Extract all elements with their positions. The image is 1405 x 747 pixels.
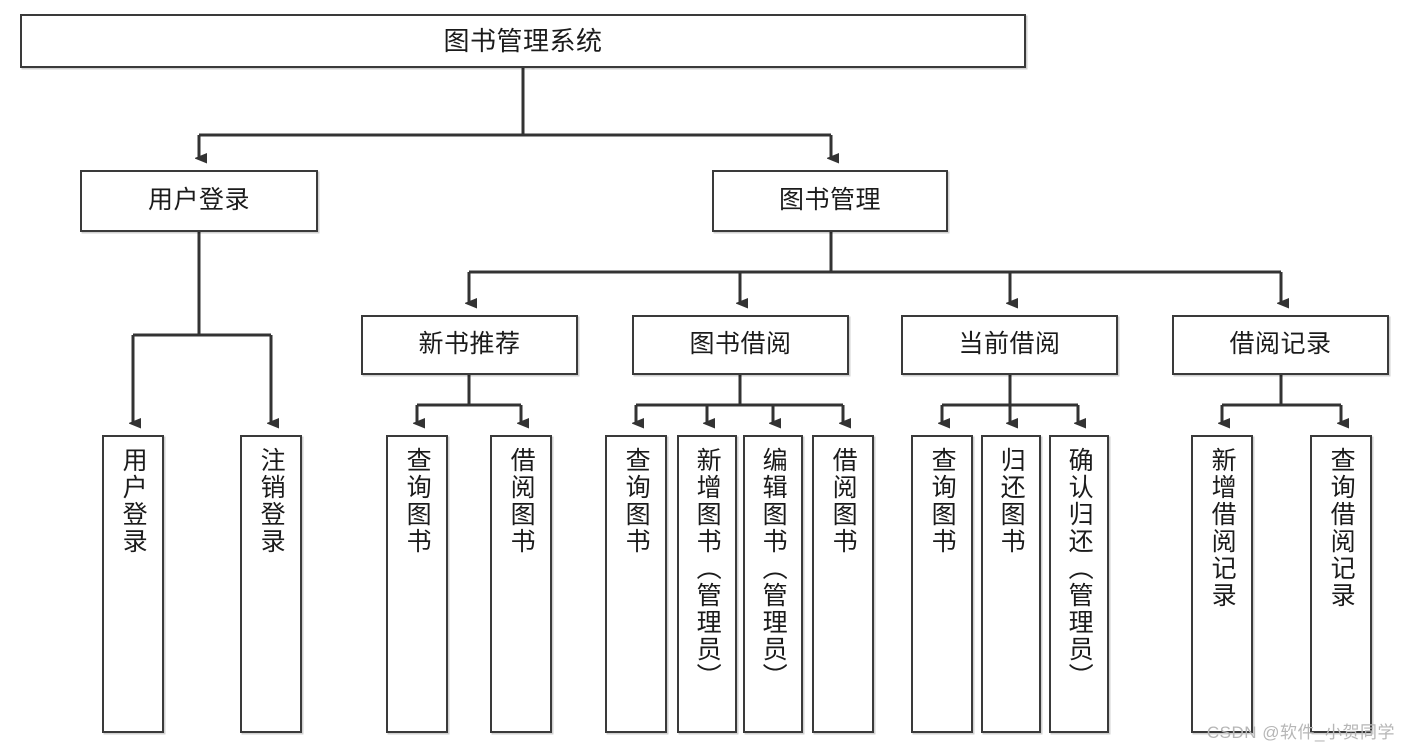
leaf-user-login-signout[interactable]: 注销登录 xyxy=(240,435,302,733)
leaf-borrow-edit-book-admin[interactable]: 编辑图书（管理员） xyxy=(743,435,803,733)
leaf-current-query-book[interactable]: 查询图书 xyxy=(911,435,973,733)
node-label: 借阅记录 xyxy=(1229,330,1332,359)
node-label: 查询图书 xyxy=(928,447,957,555)
leaf-record-query-record[interactable]: 查询借阅记录 xyxy=(1310,435,1372,733)
node-label: 查询图书 xyxy=(622,447,651,555)
node-label: 编辑图书（管理员） xyxy=(759,447,788,690)
node-root-system[interactable]: 图书管理系统 xyxy=(20,14,1026,68)
node-book-borrow[interactable]: 图书借阅 xyxy=(632,315,849,375)
leaf-record-add-record[interactable]: 新增借阅记录 xyxy=(1191,435,1253,733)
node-label: 新增图书（管理员） xyxy=(693,447,722,690)
leaf-borrow-add-book-admin[interactable]: 新增图书（管理员） xyxy=(677,435,737,733)
leaf-current-confirm-return-admin[interactable]: 确认归还（管理员） xyxy=(1049,435,1109,733)
leaf-recommend-borrow-book[interactable]: 借阅图书 xyxy=(490,435,552,733)
node-borrow-record[interactable]: 借阅记录 xyxy=(1172,315,1389,375)
node-label: 当前借阅 xyxy=(958,330,1061,359)
node-label: 确认归还（管理员） xyxy=(1065,447,1094,690)
node-label: 图书借阅 xyxy=(689,330,792,359)
leaf-borrow-borrow-book[interactable]: 借阅图书 xyxy=(812,435,874,733)
node-label: 用户登录 xyxy=(147,186,250,215)
node-label: 图书管理系统 xyxy=(443,25,603,56)
node-label: 借阅图书 xyxy=(829,447,858,555)
leaf-recommend-query-book[interactable]: 查询图书 xyxy=(386,435,448,733)
node-label: 注销登录 xyxy=(257,447,286,555)
node-label: 查询借阅记录 xyxy=(1327,447,1356,609)
node-new-book-recommend[interactable]: 新书推荐 xyxy=(361,315,578,375)
leaf-borrow-query-book[interactable]: 查询图书 xyxy=(605,435,667,733)
node-label: 新书推荐 xyxy=(418,330,521,359)
leaf-user-login-signin[interactable]: 用户登录 xyxy=(102,435,164,733)
node-label: 查询图书 xyxy=(403,447,432,555)
node-label: 归还图书 xyxy=(997,447,1026,555)
node-label: 图书管理 xyxy=(778,186,881,215)
node-label: 用户登录 xyxy=(119,447,148,555)
node-user-login[interactable]: 用户登录 xyxy=(80,170,318,232)
node-label: 新增借阅记录 xyxy=(1208,447,1237,609)
node-current-borrow[interactable]: 当前借阅 xyxy=(901,315,1118,375)
node-label: 借阅图书 xyxy=(507,447,536,555)
leaf-current-return-book[interactable]: 归还图书 xyxy=(981,435,1041,733)
node-book-management[interactable]: 图书管理 xyxy=(712,170,948,232)
csdn-watermark: CSDN @软件_小贺同学 xyxy=(1206,723,1395,742)
